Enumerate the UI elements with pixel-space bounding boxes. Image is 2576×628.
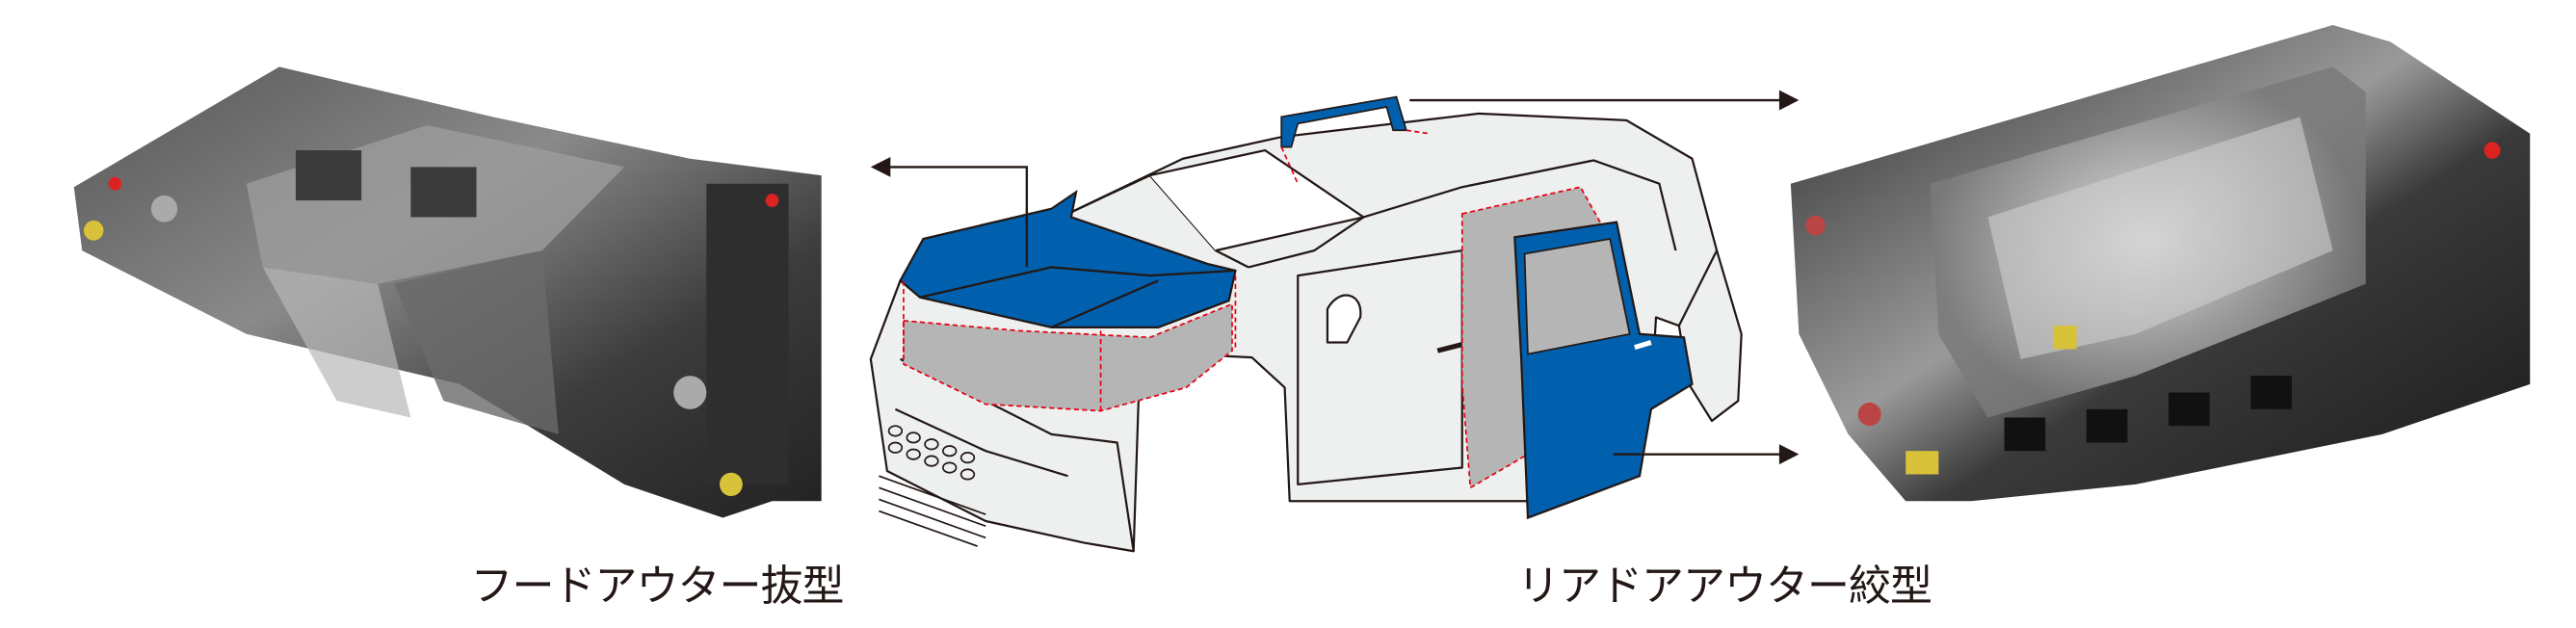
car-grille	[879, 425, 986, 547]
arrow-right-icon	[1409, 90, 1800, 465]
rear-door-panel-highlight	[1280, 95, 1694, 520]
hood-panel-highlight	[899, 189, 1237, 412]
rear-door-outer-draw-die-label: リアドアアウター絞型	[1517, 562, 1932, 611]
hood-outer-die-photo	[73, 66, 822, 518]
arrow-left-icon	[870, 157, 1029, 268]
rear-door-outer-die-photo	[1790, 25, 2531, 502]
hood-outer-trim-die-label: フードアウター抜型	[470, 562, 845, 611]
